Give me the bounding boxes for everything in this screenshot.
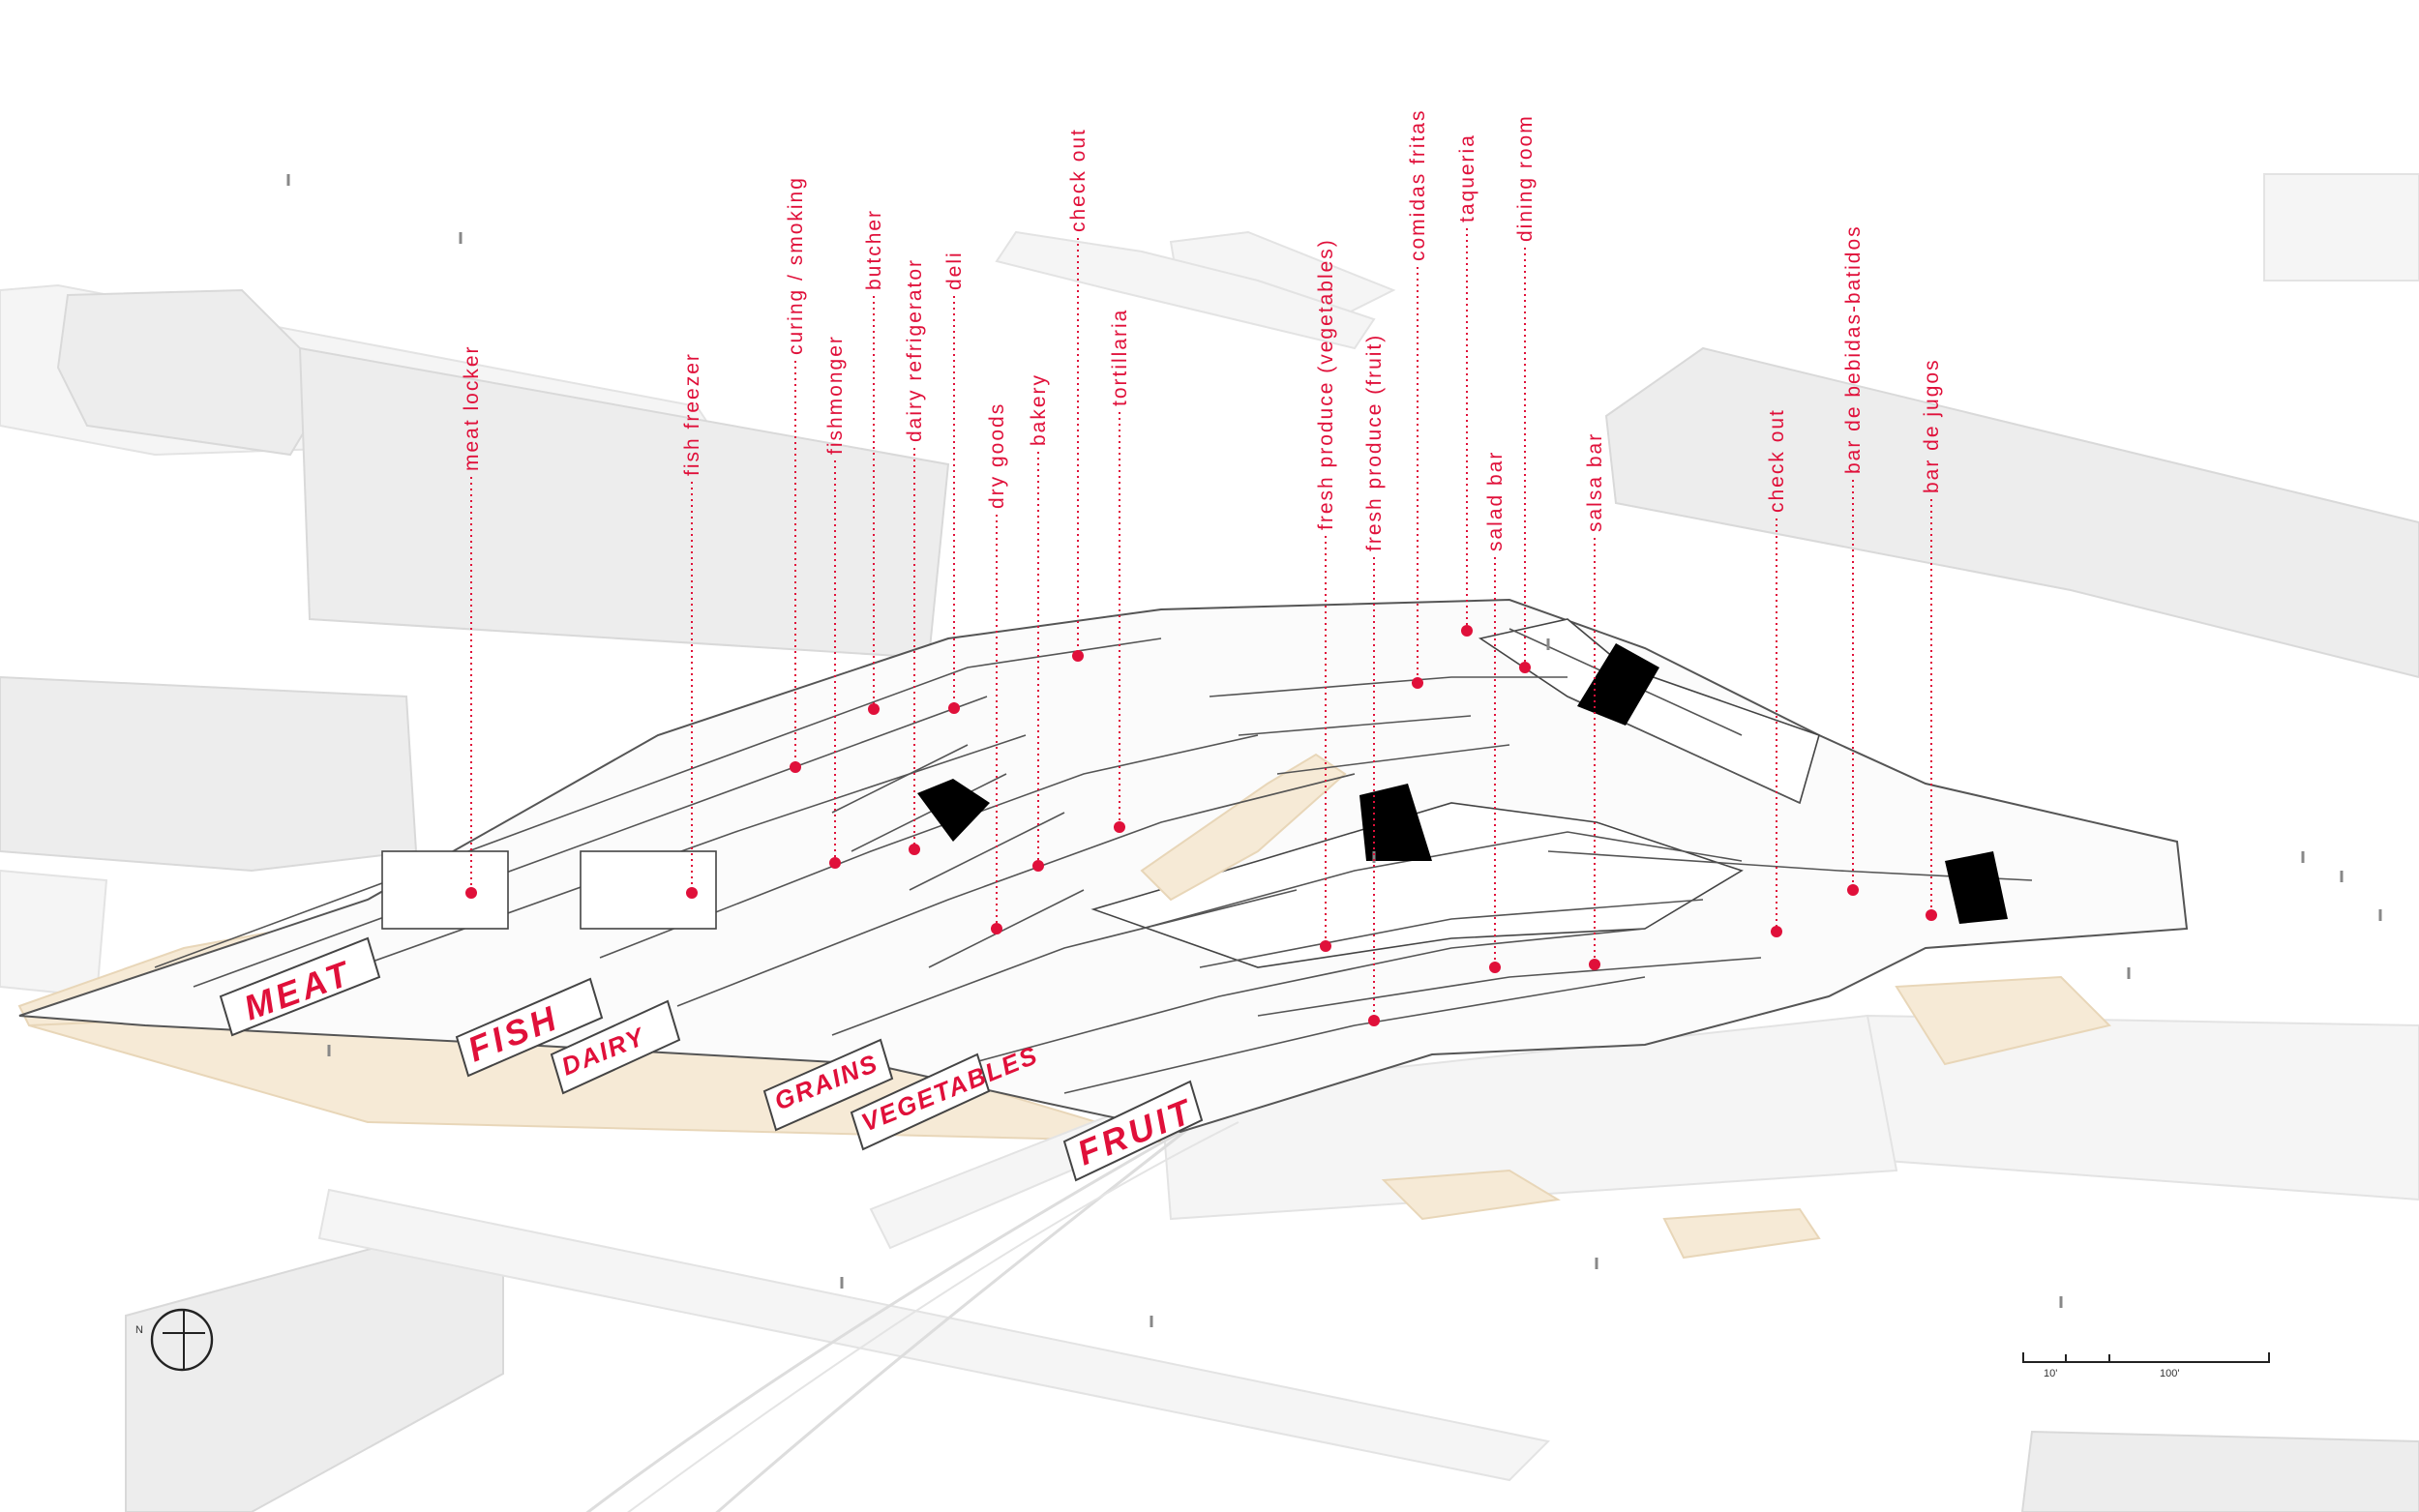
core-2	[1359, 784, 1432, 861]
core-1	[917, 779, 990, 842]
program-label-bar-de-jugos: bar de jugos	[1921, 358, 1943, 493]
program-comidas-fritas: comidas fritas	[1407, 108, 1429, 689]
program-fish-freezer: fish freezer	[681, 352, 703, 899]
location-dot-butcher	[868, 703, 880, 715]
program-label-curing-smoking: curing / smoking	[785, 176, 807, 355]
location-dot-dining-room	[1519, 662, 1531, 673]
scale-bar-label-small: 10'	[2044, 1368, 2057, 1379]
rail-line-1	[715, 1111, 1210, 1512]
scale-bar-label-large: 100'	[2160, 1368, 2179, 1379]
program-dining-room: dining room	[1514, 114, 1537, 673]
north-arrow: N	[135, 1308, 214, 1372]
program-label-dining-room: dining room	[1514, 114, 1537, 242]
left-warehouse	[0, 675, 418, 873]
scale-bar: 10' 100'	[2022, 1352, 2270, 1379]
program-check-out-2: check out	[1766, 408, 1788, 937]
program-salad-bar: salad bar	[1484, 451, 1507, 973]
location-dot-bar-de-jugos	[1926, 909, 1937, 921]
river-edge	[995, 230, 1376, 350]
north-arrow-circle	[150, 1308, 214, 1372]
program-label-bar-de-bebidas-batidos: bar de bebidas-batidos	[1842, 224, 1865, 474]
central-atrium-floor	[1090, 802, 1744, 968]
program-label-bakery: bakery	[1028, 373, 1050, 446]
program-label-fishmonger: fishmonger	[824, 335, 847, 455]
program-fresh-produce-fruit: fresh produce (fruit)	[1363, 334, 1386, 1026]
location-dot-bar-de-bebidas-batidos	[1847, 884, 1859, 896]
location-dot-comidas-fritas	[1412, 677, 1423, 689]
location-dot-salad-bar	[1489, 962, 1501, 973]
dock-meat	[381, 850, 509, 930]
program-butcher: butcher	[863, 209, 885, 715]
lower-sand-1	[1381, 1169, 1561, 1221]
program-label-salad-bar: salad bar	[1484, 451, 1507, 551]
location-dot-fresh-produce-vegetables	[1320, 940, 1331, 952]
location-dot-dairy-refrigerator	[909, 844, 920, 855]
right-sand-island	[1895, 975, 2111, 1066]
location-dot-fishmonger	[829, 857, 841, 869]
program-bakery: bakery	[1028, 373, 1050, 872]
program-deli: deli	[943, 251, 966, 714]
lower-right-block	[2020, 1430, 2419, 1512]
location-dot-dry-goods	[991, 923, 1002, 934]
location-dot-fish-freezer	[686, 887, 698, 899]
program-fishmonger: fishmonger	[824, 335, 847, 869]
location-dot-tortillaria	[1114, 821, 1125, 833]
location-dot-salsa-bar	[1589, 959, 1600, 970]
core-3	[1577, 643, 1659, 726]
location-dot-meat-locker	[465, 887, 477, 899]
program-label-comidas-fritas: comidas fritas	[1407, 108, 1429, 261]
program-dairy-refrigerator: dairy refrigerator	[904, 258, 926, 855]
program-label-check-out-1: check out	[1067, 128, 1090, 232]
program-label-salsa-bar: salsa bar	[1584, 432, 1606, 532]
lower-sand-2	[1662, 1207, 1821, 1260]
location-dot-bakery	[1032, 860, 1044, 872]
program-label-fresh-produce-vegetables: fresh produce (vegetables)	[1315, 238, 1337, 530]
lower-street	[317, 1188, 1551, 1482]
program-label-deli: deli	[943, 251, 966, 290]
location-dot-deli	[948, 702, 960, 714]
rail-line-2	[585, 1130, 1181, 1512]
loading-docks	[381, 850, 717, 930]
program-label-dry-goods: dry goods	[986, 402, 1008, 509]
upper-right-building	[1604, 346, 2419, 679]
program-fresh-produce-vegetables: fresh produce (vegetables)	[1315, 238, 1337, 952]
program-label-fresh-produce-fruit: fresh produce (fruit)	[1363, 334, 1386, 551]
program-bar-de-bebidas-batidos: bar de bebidas-batidos	[1842, 224, 1865, 896]
program-check-out-1: check out	[1067, 128, 1090, 662]
program-taqueria: taqueria	[1456, 133, 1478, 637]
location-dot-taqueria	[1461, 625, 1473, 637]
program-meat-locker: meat locker	[461, 344, 483, 899]
program-curing-smoking: curing / smoking	[785, 176, 807, 773]
upper-right-wedge	[2263, 173, 2419, 282]
rail-line-3	[627, 1121, 1239, 1512]
program-label-fish-freezer: fish freezer	[681, 352, 703, 476]
location-dot-check-out-1	[1072, 650, 1084, 662]
location-dot-curing-smoking	[790, 761, 801, 773]
program-label-tortillaria: tortillaria	[1109, 309, 1131, 406]
program-tortillaria: tortillaria	[1109, 309, 1131, 833]
program-label-check-out-2: check out	[1766, 408, 1788, 513]
program-label-meat-locker: meat locker	[461, 344, 483, 471]
north-arrow-label: N	[135, 1324, 143, 1336]
program-label-dairy-refrigerator: dairy refrigerator	[904, 258, 926, 442]
program-bar-de-jugos: bar de jugos	[1921, 358, 1943, 921]
location-dot-fresh-produce-fruit	[1368, 1015, 1380, 1026]
program-dry-goods: dry goods	[986, 402, 1008, 934]
core-4	[1945, 851, 2008, 924]
program-label-taqueria: taqueria	[1456, 133, 1478, 222]
atrium-garden	[1140, 753, 1347, 902]
location-dot-check-out-2	[1771, 926, 1782, 937]
program-label-butcher: butcher	[863, 209, 885, 290]
left-lower-block	[0, 869, 108, 998]
program-salsa-bar: salsa bar	[1584, 432, 1606, 970]
program-labels: meat locker fish freezer curing / smoking f…	[461, 108, 1943, 1026]
